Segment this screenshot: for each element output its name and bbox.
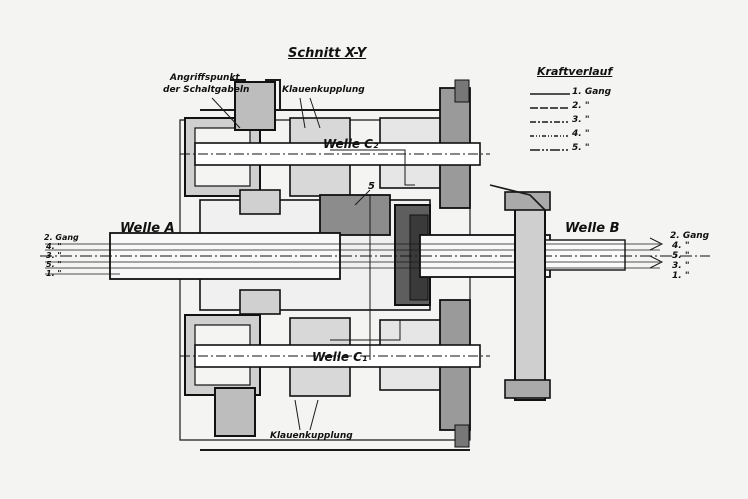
- right-flange: [489, 184, 551, 401]
- left-gear-2: 2. Gang: [44, 233, 79, 242]
- label-welle-a: Welle A: [120, 221, 175, 236]
- left-gear-3: 3. ": [46, 251, 62, 260]
- left-gear-4: 4. ": [46, 242, 62, 251]
- left-gear-1: 1. ": [46, 269, 62, 278]
- lower-gear-block: [184, 299, 471, 448]
- right-gear-4: 4. ": [672, 241, 690, 251]
- label-angriffspunkt-2: der Schaltgabeln: [163, 85, 250, 95]
- label-item-5: 5: [368, 181, 375, 192]
- right-gear-5: 5. ": [672, 251, 690, 261]
- label-angriffspunkt-1: Angriffspunkt: [170, 73, 240, 83]
- right-gear-2: 2. Gang: [670, 231, 710, 241]
- legend-entry-3: 3. ": [572, 115, 590, 125]
- legend-entry-5: 5. ": [572, 143, 590, 153]
- legend-lines: [530, 93, 570, 151]
- label-klauenkupplung-top: Klauenkupplung: [282, 85, 365, 95]
- diagram-title: Schnitt X-Y: [288, 46, 367, 61]
- right-gear-1: 1. ": [672, 271, 690, 281]
- power-flow-lines: [330, 149, 415, 360]
- left-gear-5: 5. ": [46, 260, 62, 269]
- shaft-c1: [180, 344, 490, 368]
- label-welle-b: Welle B: [565, 221, 620, 236]
- legend-title: Kraftverlauf: [537, 65, 613, 78]
- right-gear-3: 3. ": [672, 261, 690, 271]
- label-welle-c1: Welle C₁: [312, 350, 368, 364]
- leader-lines: [211, 97, 371, 431]
- legend-entry-4: 4. ": [572, 129, 590, 139]
- label-klauenkupplung-bottom: Klauenkupplung: [270, 431, 353, 441]
- main-shaft: [40, 232, 710, 280]
- legend-entry-2: 2. ": [572, 101, 590, 111]
- legend-entry-1: 1. Gang: [572, 87, 612, 97]
- shaft-c2: [180, 142, 490, 166]
- label-welle-c2: Welle C₂: [323, 137, 379, 151]
